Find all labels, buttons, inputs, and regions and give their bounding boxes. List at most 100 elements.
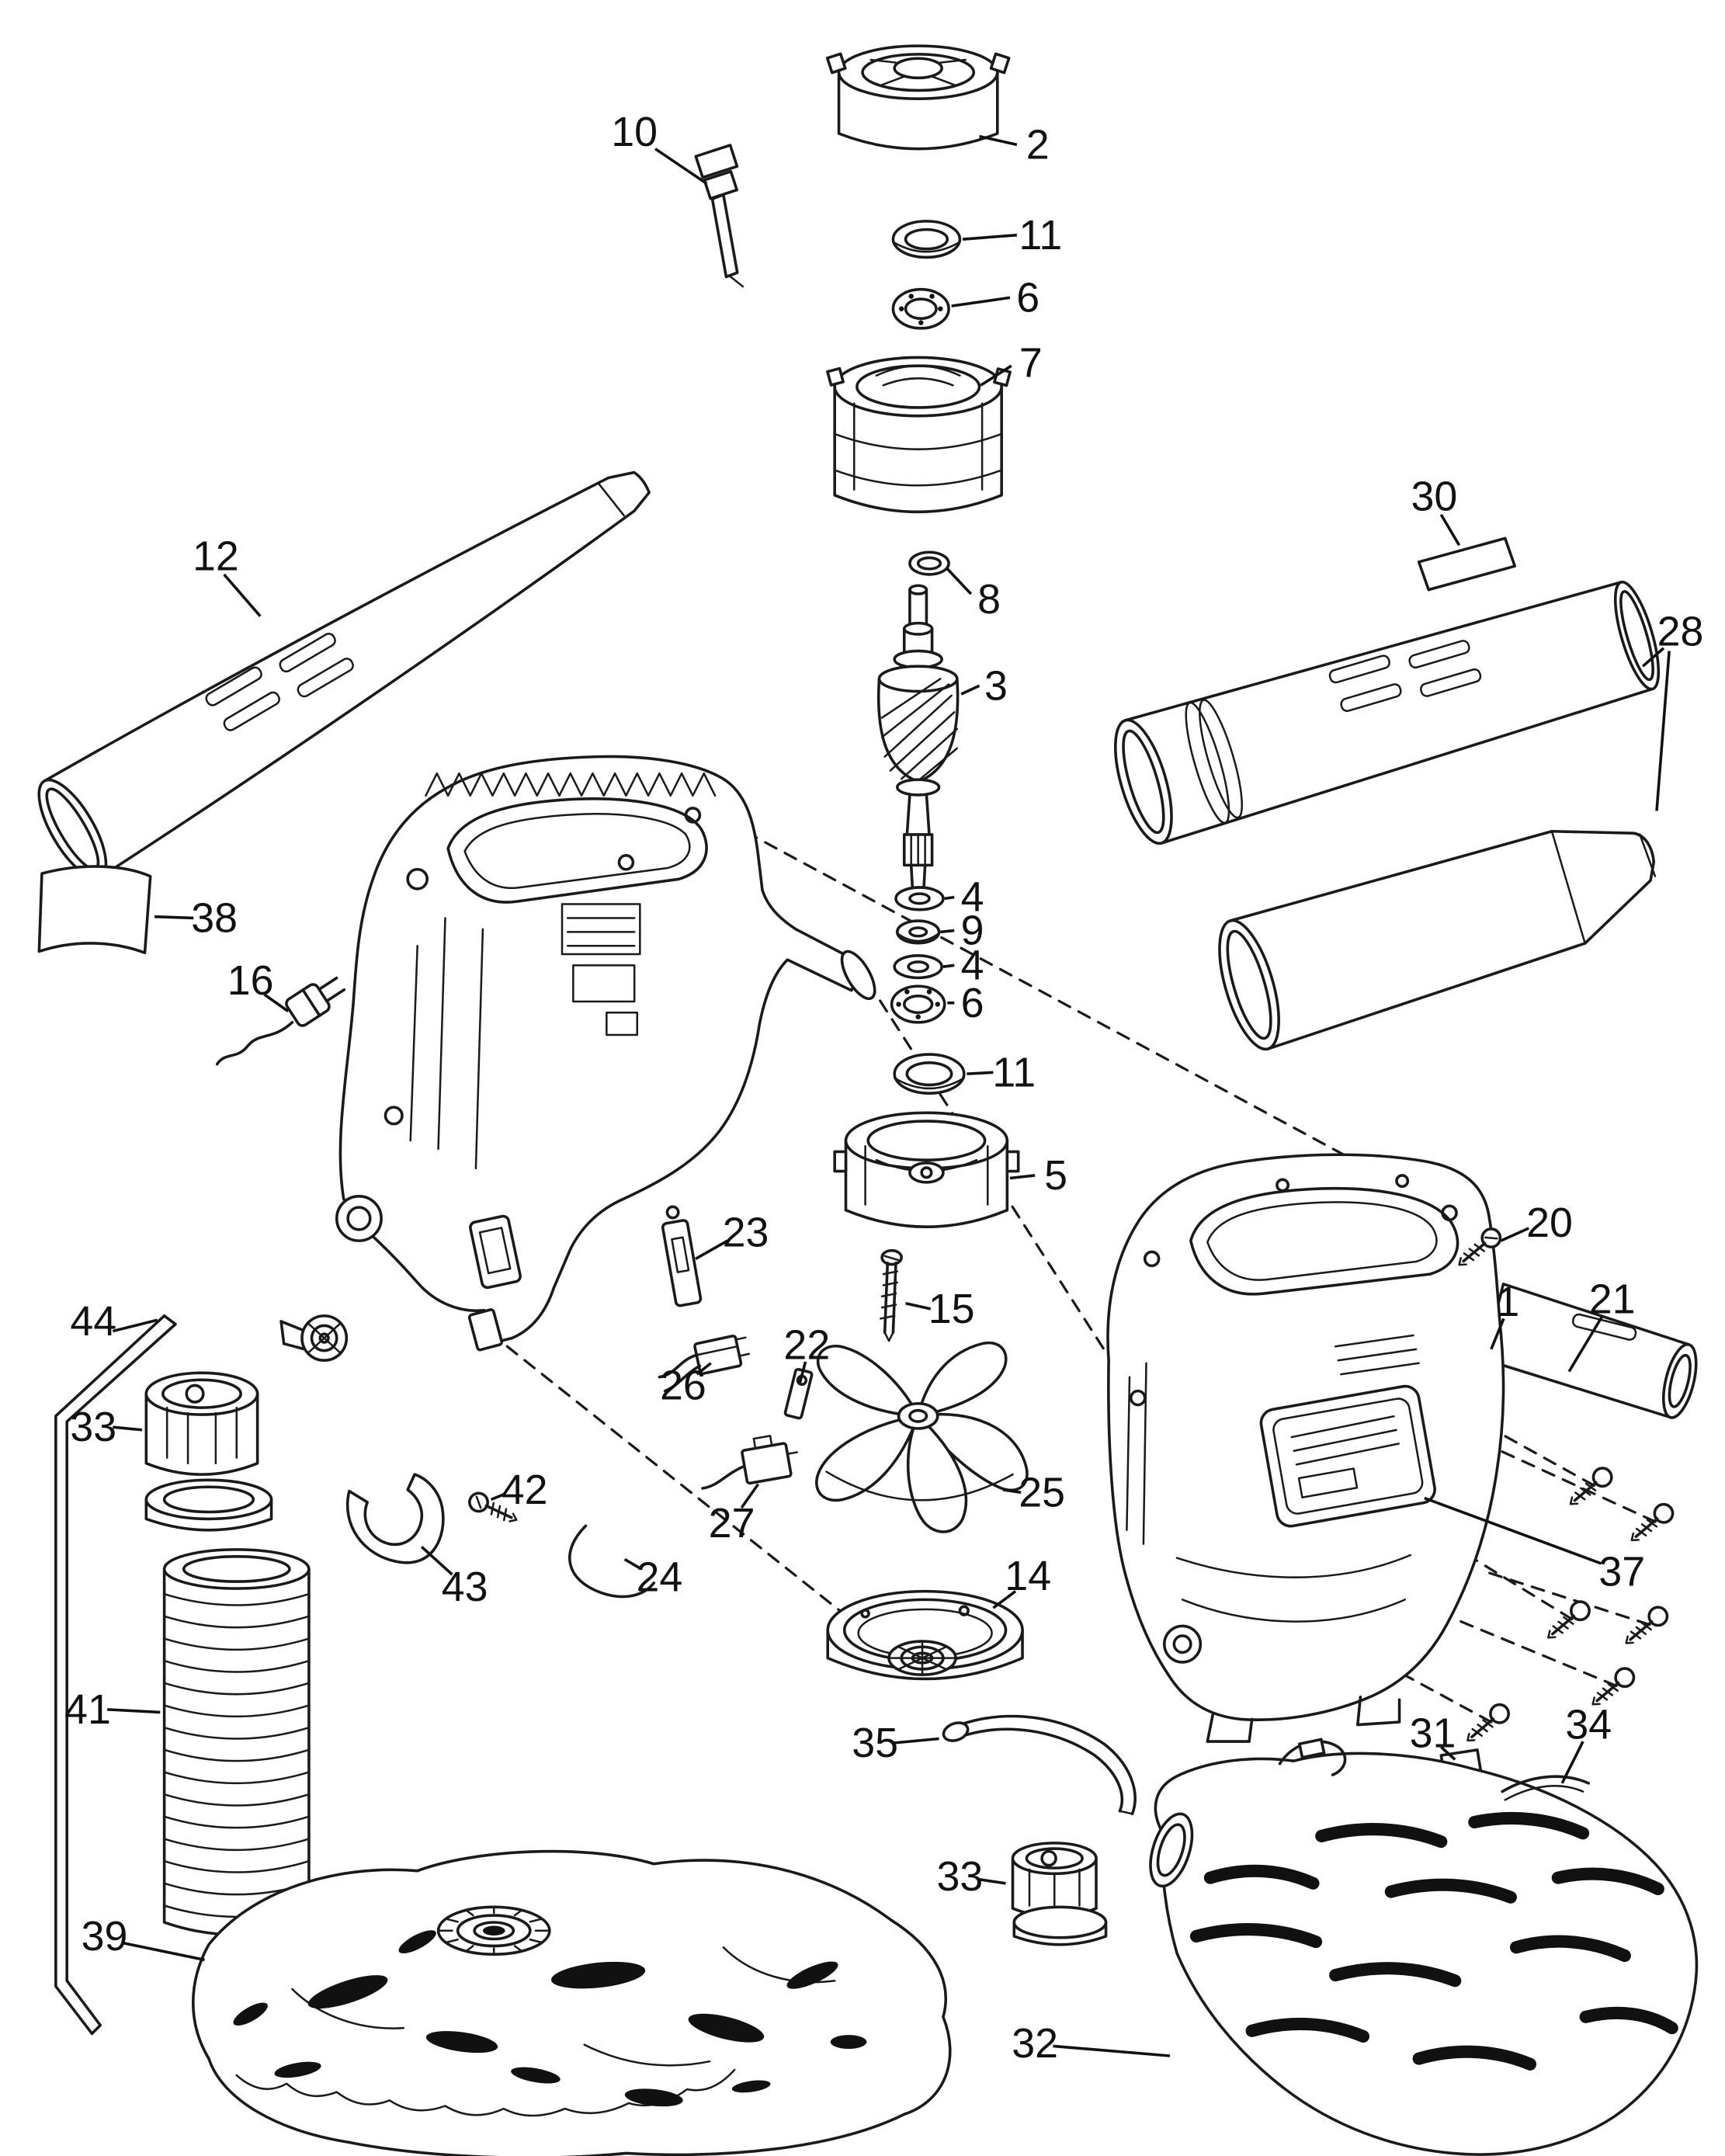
callout-leader-35 [894, 1737, 939, 1745]
callout-leader-24 [623, 1557, 643, 1571]
callout-leader-7 [980, 364, 1012, 387]
callout-leader-10 [654, 148, 708, 185]
callout-leader-31 [1440, 1745, 1456, 1761]
callout-6-15: 6 [961, 980, 984, 1026]
callout-32-40: 32 [1012, 2020, 1058, 2067]
callout-16-11: 16 [227, 957, 274, 1004]
part-28-tube-lower [1218, 829, 1657, 1051]
callout-leader-38 [154, 915, 194, 920]
callout-25-31: 25 [1019, 1469, 1065, 1515]
callout-leader-8 [946, 568, 973, 595]
callout-28-9: 28 [1657, 608, 1704, 654]
callout-leader-3 [960, 684, 981, 696]
callout-2-1: 2 [1026, 121, 1050, 168]
callout-leader-26 [696, 1362, 712, 1376]
callout-37-32: 37 [1598, 1549, 1645, 1595]
callout-15-19: 15 [928, 1286, 975, 1332]
part-21-screw-set [1288, 1467, 1675, 1797]
callout-leader-4 [942, 963, 955, 968]
callout-leader-28 [1655, 651, 1671, 811]
part-44-support-rod [54, 1314, 177, 2036]
part-43-clamp-ring [345, 1473, 445, 1564]
callout-35-35: 35 [852, 1720, 898, 1766]
part-10-brush-assembly [694, 144, 744, 288]
callout-leader-20 [1500, 1227, 1529, 1242]
part-2-fan-baffle [825, 44, 1011, 151]
callout-leader-28 [1641, 647, 1665, 668]
part-28-tube-upper [1114, 580, 1661, 845]
part-42-screw [468, 1491, 518, 1522]
callout-6-3: 6 [1016, 274, 1040, 321]
part-4-washer-b [893, 954, 943, 980]
part-16-power-cord [215, 976, 346, 1066]
callout-leader-39 [123, 1942, 205, 1962]
callout-21-22: 21 [1589, 1276, 1636, 1322]
callout-leader-15 [905, 1301, 932, 1311]
part-14-lower-cover [826, 1589, 1024, 1681]
callout-leader-32 [1053, 2044, 1171, 2057]
part-22-bracket [783, 1368, 814, 1420]
part-6-bearing-upper [891, 287, 950, 330]
callout-22-25: 22 [783, 1321, 830, 1368]
callout-5-17: 5 [1044, 1152, 1067, 1199]
callout-20-20: 20 [1526, 1200, 1573, 1246]
callout-43-29: 43 [442, 1564, 488, 1610]
part-20-screw [1458, 1227, 1502, 1266]
callout-leader-43 [420, 1545, 453, 1576]
callout-11-2: 11 [1019, 212, 1062, 259]
callout-leader-6 [951, 296, 1011, 307]
callout-leader-25 [1002, 1488, 1022, 1495]
callout-leader-41 [107, 1708, 161, 1714]
part-27-switch [701, 1435, 798, 1490]
part-30-label [1417, 536, 1517, 592]
right-housing-half [1106, 1153, 1698, 1743]
callout-42-28: 42 [502, 1467, 548, 1513]
callout-33-38: 33 [937, 1853, 984, 1900]
callout-leader-44 [112, 1318, 158, 1333]
callout-3-6: 3 [984, 662, 1008, 709]
part-8-washer [908, 550, 950, 576]
callout-26-24: 26 [660, 1362, 706, 1408]
callout-leader-34 [1560, 1741, 1584, 1784]
callout-leader-2 [979, 134, 1018, 147]
part-3-armature [876, 584, 960, 895]
part-32-shoulder-bag [1149, 1738, 1699, 2156]
callout-30-8: 30 [1411, 474, 1457, 520]
callout-34-37: 34 [1565, 1702, 1612, 1748]
part-11-seal-ring-upper [891, 220, 962, 259]
callout-27-27: 27 [709, 1500, 755, 1547]
callout-31-36: 31 [1410, 1710, 1456, 1756]
part-26-switch [658, 1335, 750, 1393]
callout-leader-22 [798, 1361, 807, 1384]
part-39-collection-bag [192, 1849, 952, 2156]
callout-38-10: 38 [191, 894, 238, 941]
callout-4-14: 4 [961, 942, 984, 988]
callout-24-30: 24 [637, 1554, 683, 1601]
callout-33-26: 33 [70, 1404, 116, 1450]
callout-44-23: 44 [70, 1298, 116, 1345]
callout-leader-4 [944, 895, 955, 901]
callout-14-33: 14 [1005, 1553, 1051, 1599]
part-41-flex-hose [162, 1548, 311, 1936]
callout-4-12: 4 [961, 874, 984, 921]
part-35-hanger-cord [942, 1714, 1137, 1816]
callout-leader-30 [1439, 513, 1461, 547]
part-23-switch-plate [661, 1205, 703, 1307]
callout-leader-21 [1567, 1314, 1604, 1373]
callout-leader-9 [940, 929, 955, 934]
callout-leader-14 [992, 1590, 1017, 1609]
part-7-field-stator [826, 356, 1012, 514]
callout-leader-16 [263, 993, 290, 1012]
part-38-label-patch [37, 865, 152, 955]
part-15-screw-long [880, 1248, 903, 1342]
callout-41-34: 41 [64, 1686, 111, 1733]
callout-leader-33 [113, 1425, 143, 1432]
callout-leader-1 [1490, 1318, 1505, 1350]
assembly-axis-lines [488, 830, 1657, 1724]
callout-leader-37 [1424, 1496, 1602, 1565]
part-9-spacer [895, 919, 941, 945]
callout-leader-23 [695, 1239, 729, 1260]
part-5-bearing-housing [833, 1111, 1020, 1228]
part-25-impeller-fan [815, 1341, 1029, 1533]
